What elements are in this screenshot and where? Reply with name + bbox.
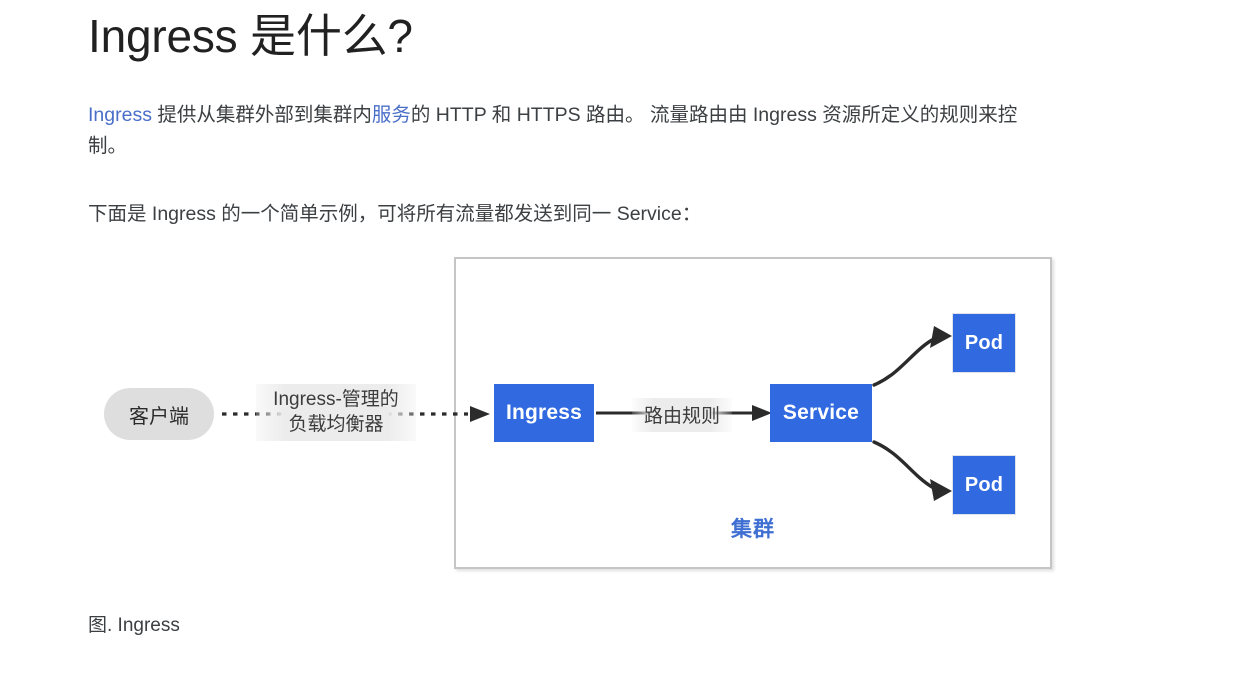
edge-service-to-pod-bottom — [872, 440, 934, 489]
cluster-label: 集群 — [731, 518, 775, 541]
ingress-node: Ingress — [494, 384, 594, 442]
edge-service-to-pod-top — [872, 338, 934, 387]
service-link[interactable]: 服务 — [371, 103, 411, 126]
intro-text-1: 提供从集群外部到集群内 — [151, 103, 372, 126]
edge-pod-top-arrowhead — [930, 326, 952, 348]
intro-paragraph: Ingress 提供从集群外部到集群内服务的 HTTP 和 HTTPS 路由。 … — [88, 63, 1056, 163]
edge-pod-bottom-arrowhead — [930, 479, 952, 501]
load-balancer-label-line1: Ingress-管理的 — [273, 389, 399, 410]
pod-node-top: Pod — [952, 313, 1016, 373]
client-node: 客户端 — [104, 388, 214, 440]
ingress-diagram: 集群 客户端 Ingress-管理的 负载均衡器 — [0, 248, 1252, 588]
service-node: Service — [770, 384, 872, 442]
figure-caption: 图. Ingress — [88, 615, 180, 636]
load-balancer-label: Ingress-管理的 负载均衡器 — [256, 384, 416, 442]
ingress-link[interactable]: Ingress — [88, 103, 152, 126]
pod-node-bottom: Pod — [952, 455, 1016, 515]
article-content: Ingress 是什么? Ingress 提供从集群外部到集群内服务的 HTTP… — [88, 0, 1178, 231]
edge-service-arrowhead — [752, 405, 772, 421]
intro-text-2: 的 HTTP 和 HTTPS 路由。 流量路由由 Ingress 资源所定义的规… — [88, 103, 1018, 158]
edge-client-arrowhead — [470, 406, 490, 422]
example-paragraph: 下面是 Ingress 的一个简单示例，可将所有流量都发送到同一 Service… — [88, 203, 702, 226]
load-balancer-label-line2: 负载均衡器 — [288, 414, 384, 436]
routing-rules-label: 路由规则 — [632, 398, 732, 432]
page-title: Ingress 是什么? — [88, 10, 413, 62]
